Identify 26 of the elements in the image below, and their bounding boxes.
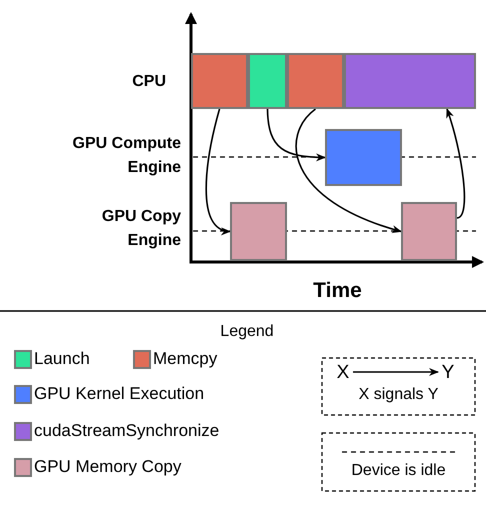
legend-text: Launch	[34, 349, 90, 369]
row-label: GPU Compute Engine	[72, 134, 181, 178]
signal-label: Y	[438, 361, 458, 383]
legend-text: X signals Y	[358, 385, 440, 405]
legend-text: Memcpy	[153, 349, 218, 369]
legend-title: Legend	[219, 322, 275, 342]
activity-block	[325, 129, 402, 186]
row-label: GPU Copy Engine	[100, 207, 181, 251]
row-label: CPU	[131, 72, 166, 92]
activity-block	[191, 53, 248, 109]
arrow	[205, 108, 231, 234]
activity-block	[401, 202, 457, 261]
activity-block	[230, 202, 287, 261]
arrow	[353, 368, 439, 376]
axis-title: Time	[312, 278, 363, 304]
legend-text: cudaStreamSynchronize	[34, 421, 220, 441]
activity-block	[287, 53, 344, 109]
arrow	[446, 108, 466, 219]
signal-label: X	[333, 361, 353, 383]
legend-text: Device is idle	[350, 461, 447, 481]
arrow	[295, 108, 402, 233]
legend-text: GPU Kernel Execution	[34, 384, 204, 404]
legend-text: GPU Memory Copy	[34, 457, 182, 477]
activity-block	[344, 53, 476, 109]
arrow	[266, 108, 326, 162]
activity-block	[248, 53, 287, 109]
